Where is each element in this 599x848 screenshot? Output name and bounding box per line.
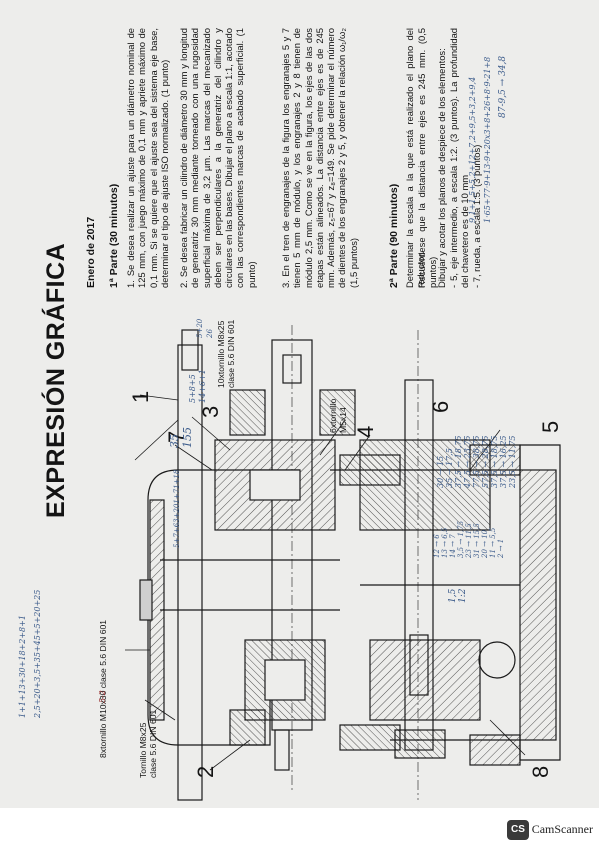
camscanner-logo-icon: CS (507, 820, 529, 840)
part1-heading: 1ª Parte (30 minutos) (108, 183, 120, 288)
part-number-4: 4 (353, 425, 378, 438)
hand-col1-line: 23,5 → 11,75 (508, 435, 517, 488)
exam-date: Enero de 2017 (85, 216, 97, 288)
input-shaft (177, 344, 203, 801)
hand-col2-line: 14 → 7 (449, 534, 457, 558)
bearing-2 (319, 389, 356, 436)
label-10x-2: clase 5.6 DIN 601 (226, 319, 236, 388)
hand-bottom-2: 26 (206, 329, 214, 338)
label-tornillo-1: Tornillo M8x25 (138, 722, 148, 778)
question-3: 3. En el tren de engranajes de la figura… (280, 28, 359, 288)
gear-8 (369, 639, 481, 721)
hand-mid-4: 14+6+1 (198, 369, 207, 403)
hand-col2-line: 2 → 1 (497, 538, 505, 558)
bearing-3 (229, 709, 266, 746)
label-tornillo-2: clase 5.6 DIN 601 (148, 709, 158, 778)
hand-bottom-1: 5+20 (196, 318, 204, 338)
part2-line3: Dibujar y acotar los planos de despiece … (436, 48, 447, 288)
hand-ratio-2: 1:2 (458, 588, 468, 603)
question-2: 2. Se desea fabricar un cilindro de diám… (178, 28, 257, 288)
document-title: EXPRESIÓN GRÁFICA (42, 242, 70, 518)
scanned-page: EXPRESIÓN GRÁFICA Enero de 2017 1ª Parte… (0, 0, 599, 808)
hand-mid-1: 35 (168, 434, 181, 448)
bearing-4 (394, 729, 446, 759)
housing-flange2 (469, 734, 521, 766)
part-number-1: 1 (128, 390, 153, 403)
scanner-footer: CS CamScanner (0, 808, 599, 848)
reducer-drawing (125, 325, 561, 801)
part2-heading: 2ª Parte (90 minutos) (388, 183, 400, 288)
label-6x-1: 6xtornillo (328, 398, 338, 433)
label-6x-2: M5x14 (338, 407, 348, 433)
bearing-1 (229, 389, 266, 436)
label-10x-1: 10xtornillo M8x25 (216, 320, 226, 388)
hand-col2-line: 11 → 5,5 (489, 527, 497, 558)
hand-column-2: 12 → 6 13 → 6,5 14 → 7 3,5 → 1,75 23 → 1… (433, 468, 505, 558)
hand-ratio-1: 1,5 (448, 588, 458, 603)
hand-bottom-3: 5-2 (98, 690, 107, 703)
housing-wall-bottom (519, 469, 557, 741)
hand-top-3: 9,1+1,5+5,2+12+7,2+9,5+3,2+9,4 (468, 76, 477, 223)
hand-col2-line: 23 → 11,5 (465, 523, 473, 558)
hand-col2-line: 3,5 → 1,75 (457, 520, 465, 558)
part-number-3: 3 (198, 405, 223, 418)
label-8xtornillo: 8xtornillo M10x30 clase 5.6 DIN 601 (98, 619, 108, 758)
camscanner-brand: CamScanner (531, 822, 593, 836)
rotated-text-block: EXPRESIÓN GRÁFICA Enero de 2017 1ª Parte… (18, 28, 563, 808)
hand-col2-line: 13 → 6,5 (441, 527, 449, 558)
center-circle (478, 641, 516, 679)
question-1: 1. Se desea realizar un ajuste para un d… (125, 28, 170, 288)
input-shaft-end (181, 329, 199, 371)
top-bolt (139, 579, 153, 621)
hand-mid-2: 155 (181, 427, 194, 448)
hand-col2-line: 12 → 6 (433, 534, 441, 558)
hand-col2-line: 20 → 10 (481, 529, 489, 558)
hand-near-6: 5+7+63+201+71+18 (173, 469, 181, 548)
part-number-5: 5 (538, 420, 563, 433)
hand-col2-line: 31 → 15,5 (473, 523, 481, 558)
part-number-2: 2 (193, 765, 218, 778)
hand-left-1: 1+1+13+30+18+2+8+1 (18, 615, 27, 718)
hand-top-2: 1·65+77·9+13-9+20x3+8+26+8·9-21+8 (483, 56, 492, 223)
gear-5 (359, 439, 491, 531)
part-number-8: 8 (528, 765, 553, 778)
hand-top-1: 87-9,5 → 34,8 (498, 55, 508, 118)
hand-mid-3: 5+8+5 (188, 374, 197, 403)
hand-left-2: 2,5+20+3,5+35+45+5+20+25 (33, 589, 42, 718)
